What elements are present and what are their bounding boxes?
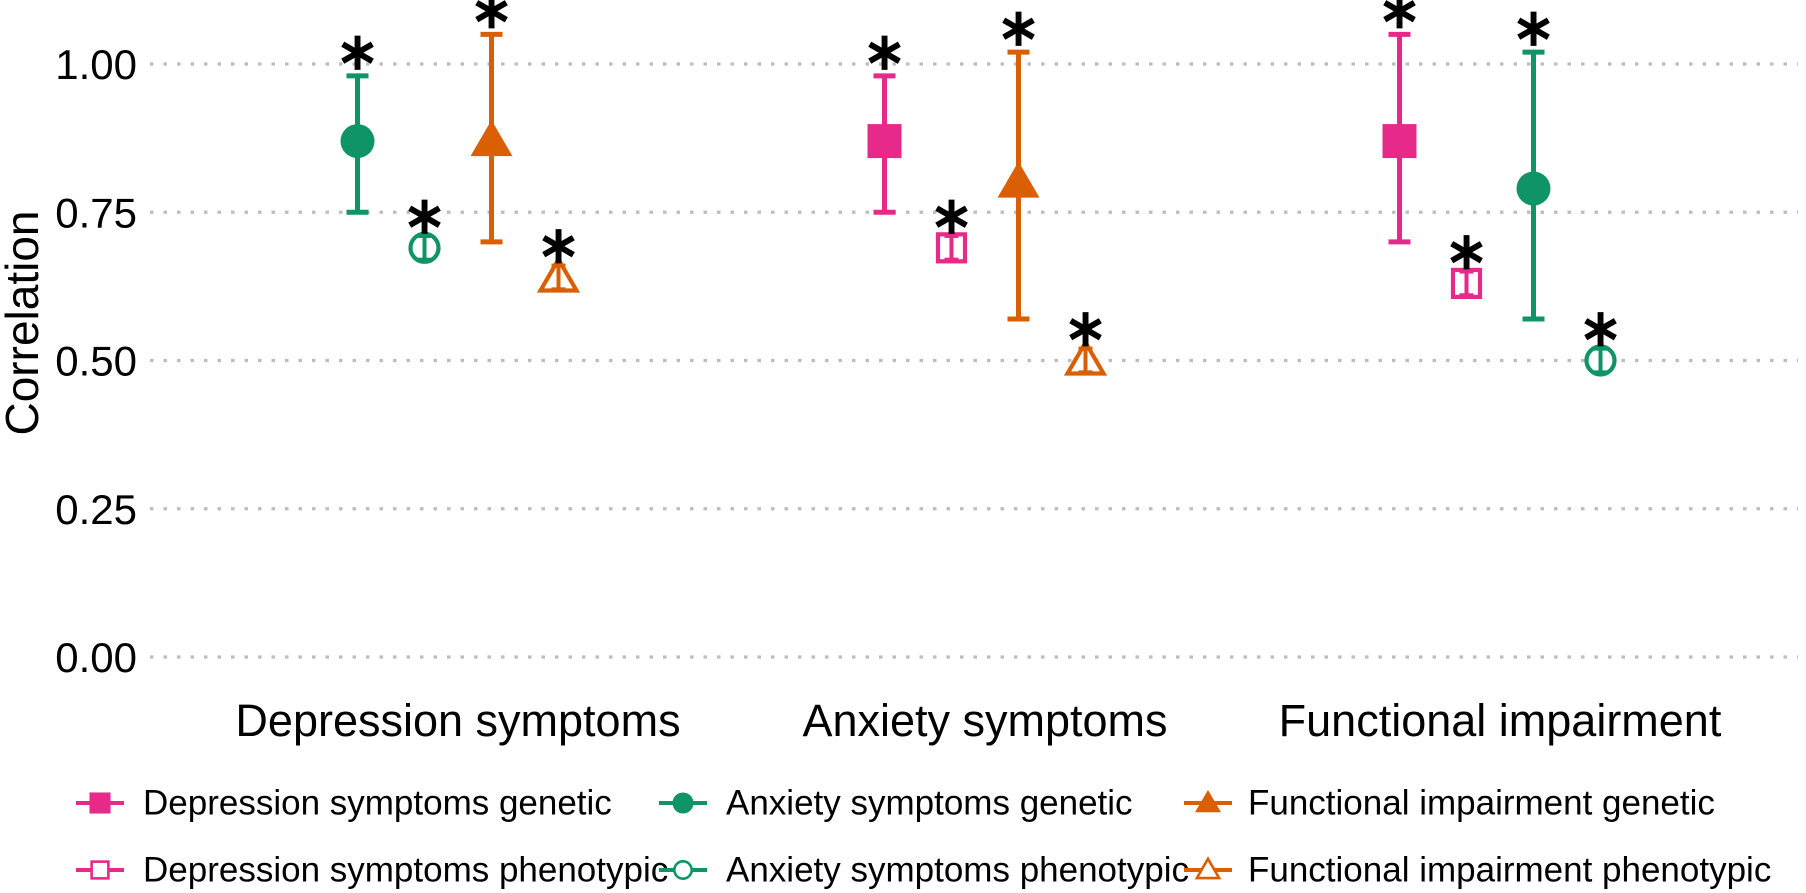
open-circle-marker — [673, 860, 693, 880]
filled-circle-marker — [340, 124, 375, 159]
legend-label: Anxiety symptoms genetic — [726, 784, 1133, 823]
error-bar — [1459, 269, 1474, 298]
data-point: ∗ — [863, 23, 907, 215]
data-point: ∗ — [537, 217, 581, 293]
significance-star: ∗ — [470, 0, 514, 39]
legend-depression-genetic-swatch-icon — [76, 792, 124, 814]
data-point: ∗ — [997, 0, 1041, 322]
error-bar — [417, 233, 432, 262]
legend-functional-genetic-swatch-icon — [1184, 789, 1232, 813]
y-tick-label: 0.75 — [55, 189, 137, 236]
legend-item: Depression symptoms genetic — [76, 784, 612, 823]
legend-item: Depression symptoms phenotypic — [76, 851, 668, 890]
legend-item: Functional impairment genetic — [1184, 784, 1715, 823]
x-axis-group-label: Functional impairment — [1279, 695, 1722, 746]
point-group: ∗ ∗ ∗ ∗ — [863, 0, 1108, 376]
filled-triangle-marker — [470, 120, 513, 157]
legend-label: Depression symptoms genetic — [143, 784, 612, 823]
filled-square-marker — [867, 124, 902, 159]
filled-square-marker — [89, 792, 111, 814]
filled-circle-marker — [672, 792, 694, 814]
significance-star: ∗ — [1512, 0, 1556, 57]
x-axis-group-label: Depression symptoms — [235, 695, 680, 746]
legend-functional-phenotypic-swatch-icon — [1184, 856, 1232, 880]
significance-star: ∗ — [1445, 223, 1489, 281]
open-triangle-marker — [1194, 856, 1222, 880]
error-bar — [944, 233, 959, 262]
significance-star: ∗ — [537, 217, 581, 275]
significance-star: ∗ — [1579, 300, 1623, 358]
legend-label: Functional impairment genetic — [1248, 784, 1715, 823]
error-bar — [1593, 346, 1608, 375]
data-point: ∗ — [1378, 0, 1422, 245]
data-series-layer: ∗ ∗ ∗ ∗ ∗ ∗ ∗ ∗ ∗ ∗ ∗ ∗ — [336, 0, 1623, 377]
data-point: ∗ — [1512, 0, 1556, 322]
point-group: ∗ ∗ ∗ ∗ — [336, 0, 581, 293]
significance-star: ∗ — [1378, 0, 1422, 39]
legend-item: Functional impairment phenotypic — [1184, 851, 1771, 890]
error-bar — [1078, 346, 1093, 375]
legend-depression-phenotypic-swatch-icon — [76, 860, 124, 880]
significance-star: ∗ — [1064, 300, 1108, 358]
data-point: ∗ — [1579, 300, 1623, 377]
significance-star: ∗ — [403, 187, 447, 245]
significance-star: ∗ — [930, 187, 974, 245]
significance-star: ∗ — [863, 23, 907, 81]
y-tick-label: 0.00 — [55, 634, 137, 681]
y-axis-title: Correlation — [0, 211, 48, 436]
legend-label: Anxiety symptoms phenotypic — [726, 851, 1189, 890]
data-point: ∗ — [470, 0, 514, 245]
filled-square-marker — [1382, 124, 1417, 159]
significance-star: ∗ — [336, 23, 380, 81]
data-point: ∗ — [1064, 300, 1108, 376]
x-axis-group-label: Anxiety symptoms — [802, 695, 1167, 746]
y-tick-label: 0.50 — [55, 338, 137, 385]
point-group: ∗ ∗ ∗ ∗ — [1378, 0, 1623, 377]
data-point: ∗ — [930, 187, 974, 264]
filled-triangle-marker — [1194, 789, 1222, 813]
legend-item: Anxiety symptoms genetic — [659, 784, 1133, 823]
legend-label: Functional impairment phenotypic — [1248, 851, 1771, 890]
y-tick-label: 0.25 — [55, 486, 137, 533]
legend-item: Anxiety symptoms phenotypic — [659, 851, 1189, 890]
data-point: ∗ — [403, 187, 447, 264]
filled-circle-marker — [1516, 171, 1551, 206]
filled-triangle-marker — [997, 161, 1040, 198]
error-bar — [551, 263, 566, 292]
open-square-marker — [90, 860, 110, 880]
data-point: ∗ — [1445, 223, 1489, 300]
legend-anxiety-genetic-swatch-icon — [659, 792, 707, 814]
significance-star: ∗ — [997, 0, 1041, 57]
data-point: ∗ — [336, 23, 380, 215]
y-tick-label: 1.00 — [55, 41, 137, 88]
legend-label: Depression symptoms phenotypic — [143, 851, 668, 890]
gridline-layer — [150, 62, 1798, 659]
legend-anxiety-phenotypic-swatch-icon — [659, 860, 707, 880]
